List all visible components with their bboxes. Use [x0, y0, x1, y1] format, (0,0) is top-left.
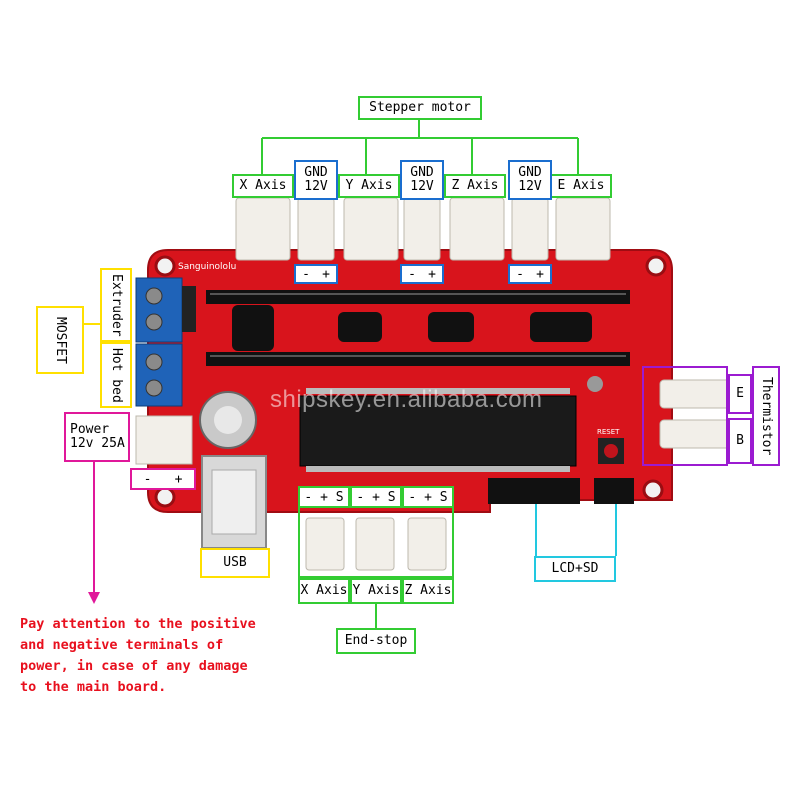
z-axis-endstop-label: Z Axis — [402, 578, 454, 604]
watermark: shipskey.en.alibaba.com — [270, 386, 543, 413]
thermistor-e-label: E — [728, 374, 752, 414]
mosfet-label: MOSFET — [36, 306, 84, 374]
hot-bed-label: Hot bed — [100, 342, 132, 408]
main-chip — [299, 395, 577, 467]
plus-sign: + — [536, 266, 544, 282]
note-line-2: and negative terminals of — [20, 637, 224, 653]
header-top — [206, 290, 630, 304]
note-line-1: Pay attention to the positive — [20, 616, 256, 632]
capacitors — [199, 305, 603, 449]
power-arrow — [88, 460, 100, 604]
gnd-text: GND — [518, 165, 542, 181]
v12-text: 12V — [304, 179, 328, 194]
endstop-pins-y: - + S — [350, 486, 402, 508]
polarity-3: - + — [508, 264, 552, 284]
power-line2: 12v 25A — [70, 436, 125, 451]
plus-sign: + — [428, 266, 436, 282]
power-polarity: - + — [130, 468, 196, 490]
silkscreen-name: Sanguinololu — [178, 262, 237, 272]
power-label: Power 12v 25A — [64, 412, 130, 462]
plus-sign: + — [322, 266, 330, 282]
screw-terminals — [135, 277, 196, 407]
v12-text: 12V — [410, 179, 434, 194]
endstop-pins-text: - + S — [356, 489, 396, 505]
reset-label: RESET — [597, 428, 620, 436]
y-axis-endstop-label: Y Axis — [350, 578, 402, 604]
gnd-12v-label-2: GND 12V — [400, 160, 444, 200]
e-axis-motor-label: E Axis — [550, 174, 612, 198]
gnd-12v-label-1: GND 12V — [294, 160, 338, 200]
x-axis-motor-label: X Axis — [232, 174, 294, 198]
polarity-1: - + — [294, 264, 338, 284]
endstop-pins-z: - + S — [402, 486, 454, 508]
header-bottom — [206, 352, 630, 366]
minus-sign: - — [302, 266, 310, 282]
minus-sign: - — [408, 266, 416, 282]
note-line-3: power, in case of any damage — [20, 658, 248, 674]
power-line1: Power — [70, 422, 110, 438]
polarity-2: - + — [400, 264, 444, 284]
stepper-motor-label: Stepper motor — [358, 96, 482, 120]
endstop-pins-text: - + S — [408, 489, 448, 505]
usb-label: USB — [200, 548, 270, 578]
thermistor-b-label: B — [728, 418, 752, 464]
endstop-label: End-stop — [336, 628, 416, 654]
stepper-connectors — [235, 197, 611, 261]
power-warning-note: Pay attention to the positive and negati… — [20, 614, 320, 698]
y-axis-motor-label: Y Axis — [338, 174, 400, 198]
minus-sign: - — [516, 266, 524, 282]
endstop-pins-x: - + S — [298, 486, 350, 508]
plus-sign: + — [174, 471, 183, 487]
minus-sign: - — [143, 471, 152, 487]
thermistor-label: Thermistor — [752, 366, 780, 466]
endstop-bracket — [298, 508, 454, 578]
stepper-lines — [261, 118, 579, 175]
gnd-text: GND — [304, 165, 328, 181]
thermistor-bracket — [642, 366, 728, 466]
gnd-text: GND — [410, 165, 434, 181]
lcd-sd-label: LCD+SD — [534, 556, 616, 582]
z-axis-motor-label: Z Axis — [444, 174, 506, 198]
v12-text: 12V — [518, 179, 542, 194]
note-line-4: to the main board. — [20, 679, 167, 695]
gnd-12v-label-3: GND 12V — [508, 160, 552, 200]
extruder-label: Extruder — [100, 268, 132, 342]
x-axis-endstop-label: X Axis — [298, 578, 350, 604]
endstop-pins-text: - + S — [304, 489, 344, 505]
